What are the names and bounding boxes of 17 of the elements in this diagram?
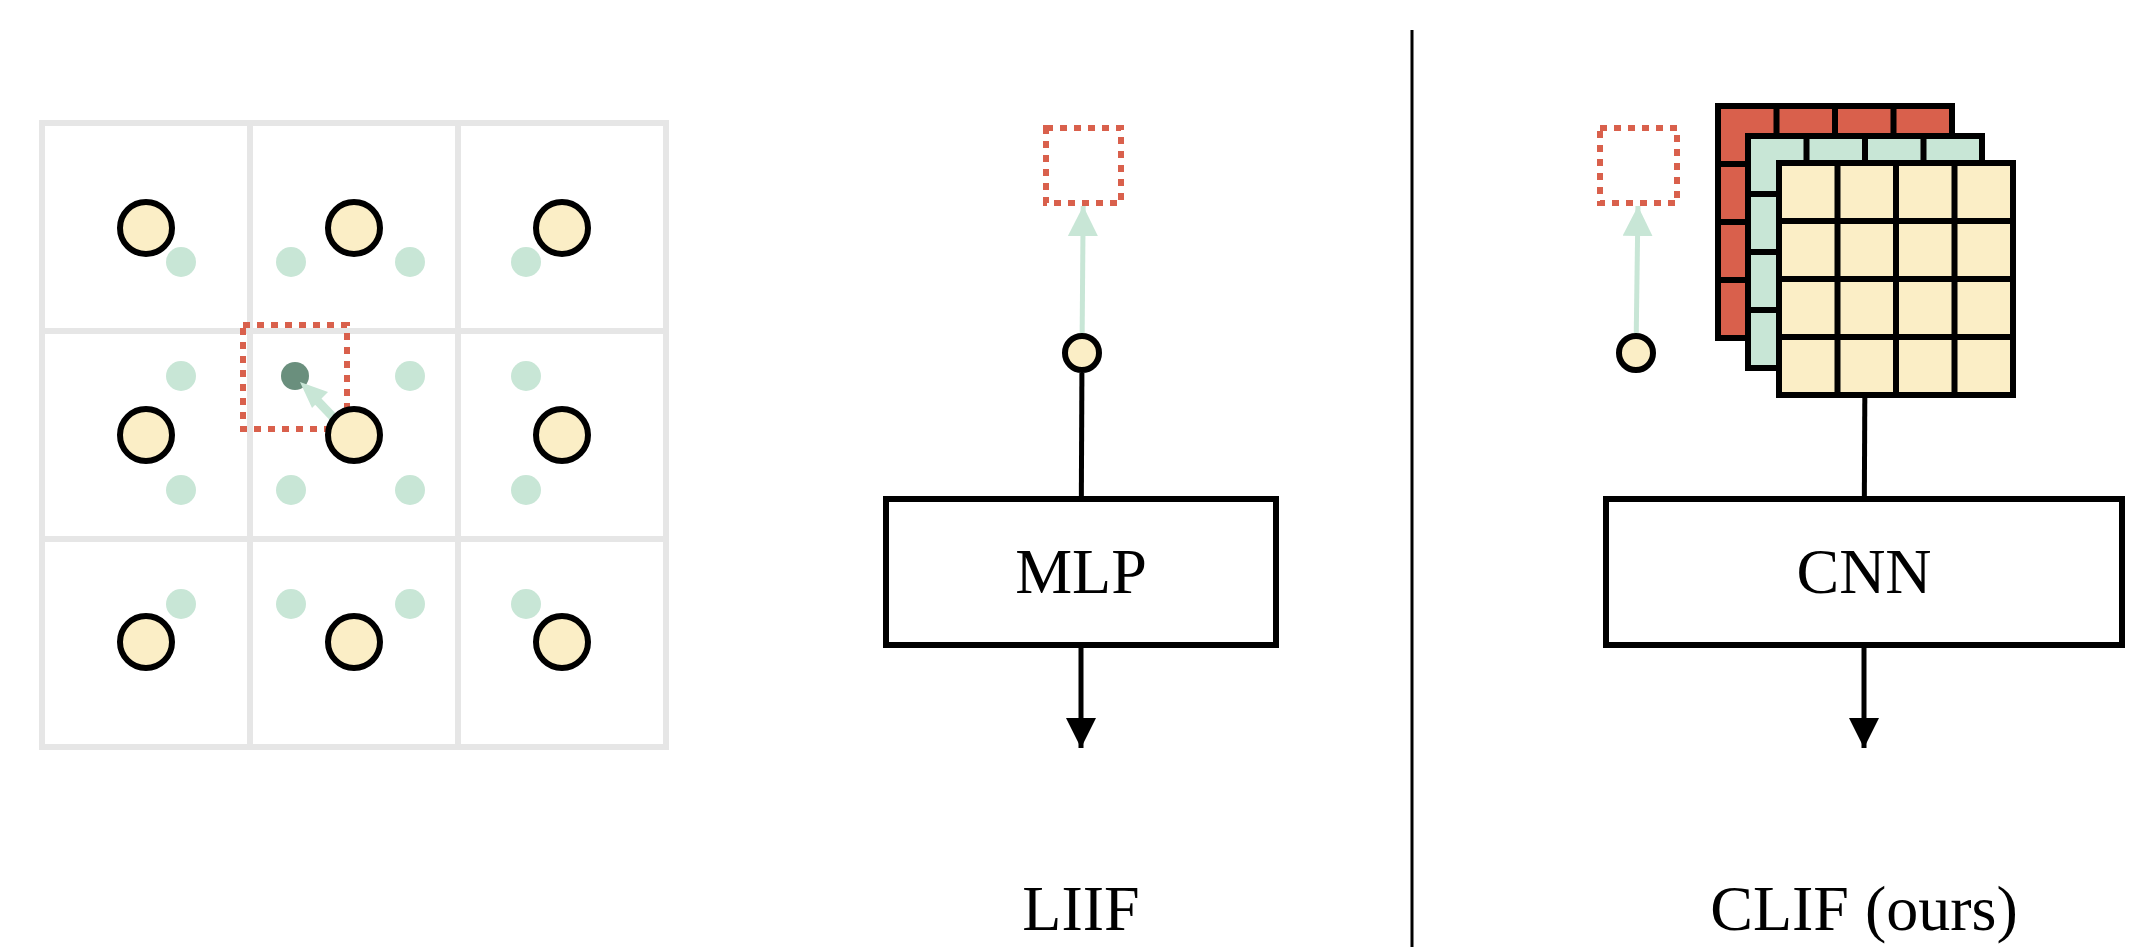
arrow [1622, 205, 1653, 334]
arrow [1849, 648, 1879, 748]
arrow [1067, 205, 1098, 333]
point-circle [1062, 333, 1102, 373]
dashed-query-square [1597, 125, 1680, 206]
point-circle [1616, 333, 1656, 373]
connector-line [1861, 397, 1868, 496]
process-box [1603, 496, 2125, 648]
process-box [883, 496, 1279, 648]
arrow [1066, 648, 1096, 748]
dashed-query-square [1043, 125, 1124, 206]
connector-line [1078, 373, 1085, 496]
box-label: CNN [1796, 535, 1932, 609]
box-label: MLP [1015, 535, 1147, 609]
feature-map-drawing [1715, 103, 2016, 398]
method-label: CLIF (ours) [1710, 872, 2018, 946]
method-label: LIIF [1022, 872, 1140, 946]
